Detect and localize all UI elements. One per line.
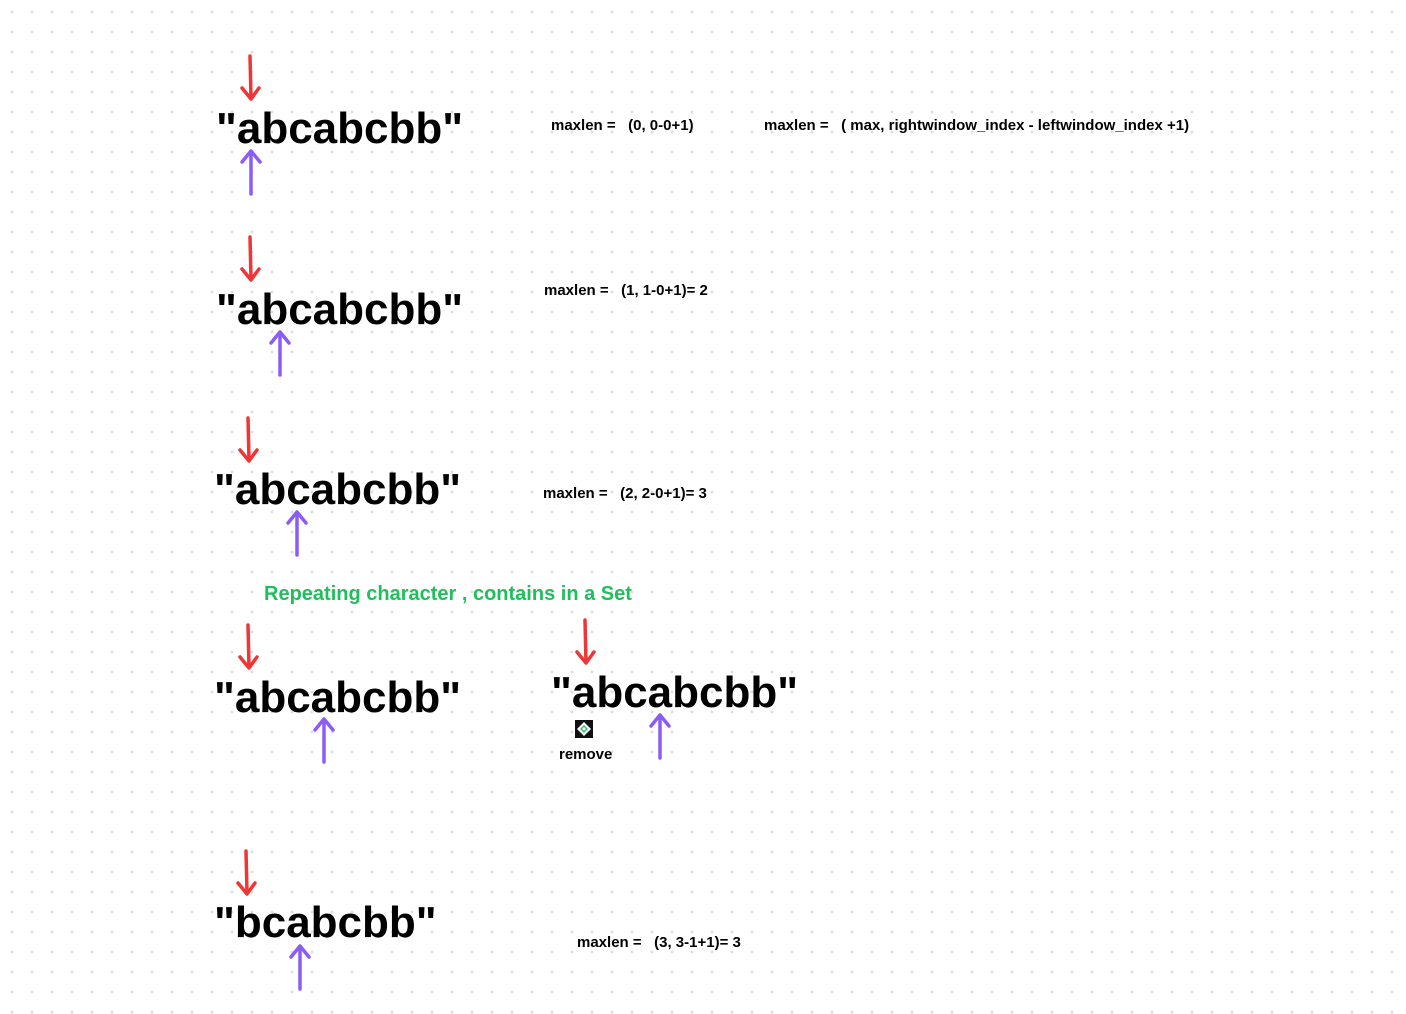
left-pointer-arrow-icon [238, 623, 259, 670]
step5-string: "bcabcbb" [214, 898, 437, 947]
remove-diamond-icon [575, 720, 593, 738]
left-pointer-arrow-icon [238, 416, 259, 463]
step2-formula: maxlen = (1, 1-0+1)= 2 [544, 282, 708, 299]
repeating-character-note: Repeating character , contains in a Set [264, 583, 632, 605]
step1-formula: maxlen = (0, 0-0+1) [551, 117, 694, 134]
left-pointer-arrow-icon [240, 235, 261, 282]
step3-formula: maxlen = (2, 2-0+1)= 3 [543, 485, 707, 502]
general-formula: maxlen = ( max, rightwindow_index - left… [764, 117, 1190, 134]
left-pointer-arrow-icon [575, 618, 596, 665]
right-pointer-arrow-icon [269, 330, 291, 377]
step4-string: "abcabcbb" [214, 673, 462, 722]
right-pointer-arrow-icon [240, 149, 262, 196]
left-pointer-arrow-icon [236, 849, 257, 896]
step3-string: "abcabcbb" [214, 465, 462, 514]
right-pointer-arrow-icon [649, 713, 671, 760]
step2-string: "abcabcbb" [216, 285, 464, 334]
step4-remove-string: "abcabcbb" [551, 668, 799, 717]
remove-label: remove [559, 746, 613, 763]
left-pointer-arrow-icon [240, 54, 261, 101]
right-pointer-arrow-icon [286, 510, 308, 557]
step5-formula: maxlen = (3, 3-1+1)= 3 [577, 934, 741, 951]
right-pointer-arrow-icon [289, 944, 311, 991]
step1-string: "abcabcbb" [216, 104, 464, 153]
right-pointer-arrow-icon [313, 717, 335, 764]
